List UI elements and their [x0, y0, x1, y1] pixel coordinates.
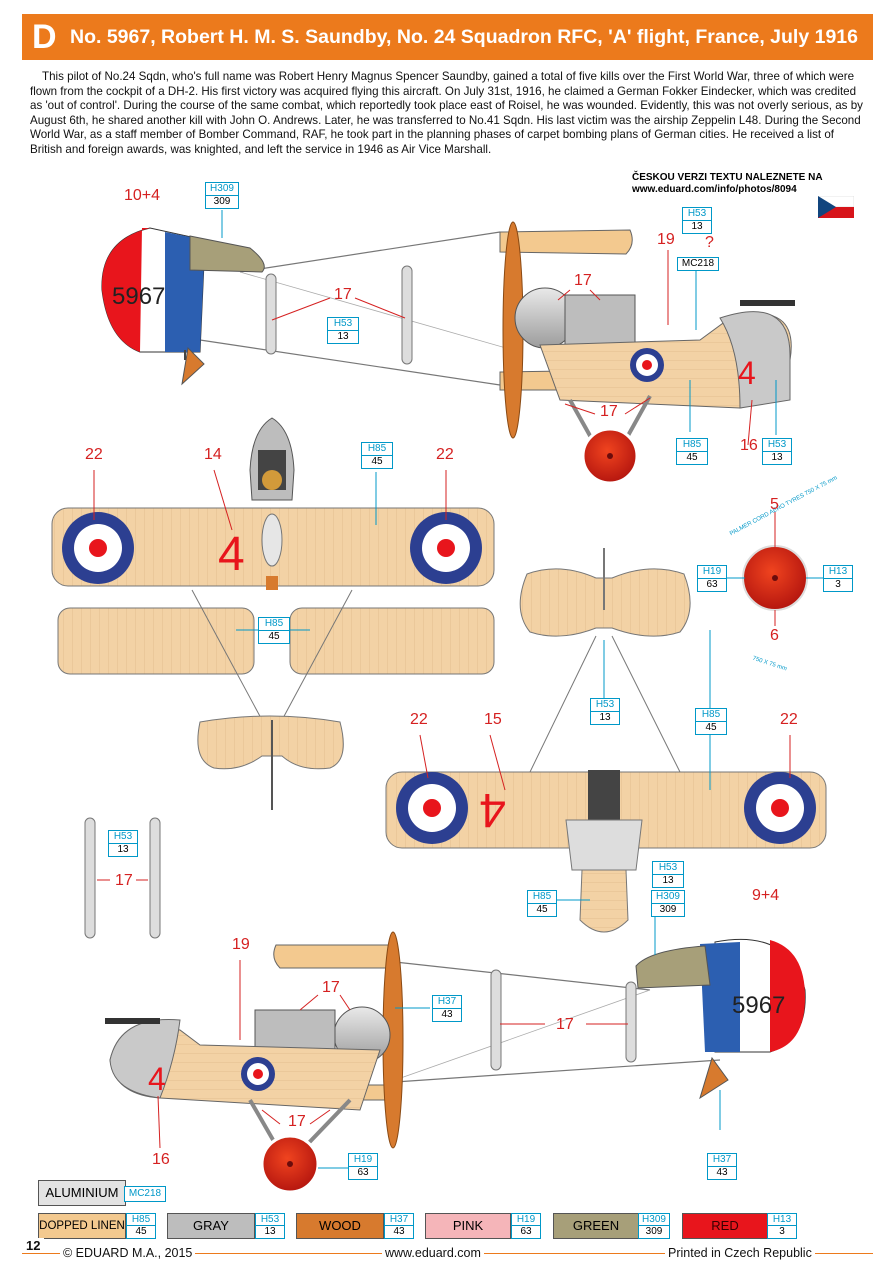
fuselage-number-upper: 4 — [738, 355, 756, 391]
callout-15: 15 — [484, 711, 502, 728]
top-wing-number: 4 — [218, 528, 245, 581]
legend-dopped-linen: DOPPED LINEN — [38, 1213, 126, 1239]
struts-detail — [84, 817, 161, 939]
czech-version-link[interactable]: ČESKOU VERZI TEXTU NALEZNETE NA www.edua… — [632, 172, 823, 196]
callout-22-bottom-left: 22 — [410, 711, 428, 728]
callout-22-bottom-right: 22 — [780, 711, 798, 728]
footer-website[interactable]: www.eduard.com — [382, 1246, 484, 1260]
callout-6: 6 — [770, 627, 779, 644]
code-aluminium: MC218 — [677, 257, 719, 271]
side-profile-lower: 5967 4 — [105, 910, 806, 1194]
callout-19-lower: 19 — [232, 936, 250, 953]
callout-22-top-right: 22 — [436, 446, 454, 463]
top-view: 4 — [51, 417, 495, 810]
legend-aluminium: ALUMINIUM — [38, 1180, 126, 1206]
description-text: This pilot of No.24 Sqdn, who's full nam… — [30, 70, 863, 156]
callout-22-top-left: 22 — [85, 446, 103, 463]
callout-question: ? — [705, 234, 714, 251]
callout-17-booms: 17 — [334, 286, 352, 303]
bottom-wing-number: 4 — [479, 783, 506, 836]
callout-10-4: 10+4 — [124, 187, 161, 204]
callout-16-upper: 16 — [740, 437, 758, 454]
page-number: 12 — [26, 1238, 45, 1253]
footer-copyright: © EDUARD M.A., 2015 — [60, 1246, 196, 1260]
callout-16-lower: 16 — [152, 1151, 170, 1168]
tyre-text-top: PALMER CORD AERO TYRES 750 X 75 mm — [729, 475, 839, 537]
fuselage-number-lower: 4 — [148, 1061, 166, 1097]
legend-gray: GRAY — [167, 1213, 255, 1239]
header-bar: D No. 5967, Robert H. M. S. Saundby, No.… — [22, 14, 873, 60]
legend-pink: PINK — [425, 1213, 511, 1239]
callout-9-4: 9+4 — [752, 887, 780, 904]
callout-17-booms-lower: 17 — [556, 1016, 574, 1033]
rudder-serial-lower: 5967 — [732, 992, 785, 1019]
callout-5: 5 — [770, 496, 779, 513]
profile-artwork: 5967 4 — [51, 210, 838, 1194]
legend-green: GREEN — [553, 1213, 639, 1239]
callout-17-wing-upper: 17 — [574, 272, 592, 289]
callout-17-struts: 17 — [115, 872, 133, 889]
callout-17-gear-lower: 17 — [288, 1113, 306, 1130]
callout-19-upper: 19 — [657, 231, 675, 248]
callout-17-gear-upper: 17 — [600, 403, 618, 420]
wheel-detail: PALMER CORD AERO TYRES 750 X 75 mm 750 X… — [727, 475, 838, 672]
profile-letter: D — [32, 18, 57, 56]
legend-wood: WOOD — [296, 1213, 384, 1239]
profile-title: No. 5967, Robert H. M. S. Saundby, No. 2… — [70, 26, 858, 48]
bottom-view: 4 — [385, 548, 827, 933]
footer-printed: Printed in Czech Republic — [665, 1246, 815, 1260]
czech-link-line1: ČESKOU VERZI TEXTU NALEZNETE NA — [632, 172, 823, 183]
callout-17-wing-lower: 17 — [322, 979, 340, 996]
legend-red: RED — [682, 1213, 768, 1239]
tyre-text-bottom: 750 X 75 mm — [752, 656, 788, 673]
rudder-serial: 5967 — [112, 283, 165, 310]
czech-link-url: www.eduard.com/info/photos/8094 — [632, 184, 797, 195]
czech-flag-icon — [818, 196, 854, 218]
callout-14: 14 — [204, 446, 222, 463]
side-profile-upper: 5967 4 — [101, 210, 795, 485]
legend-aluminium-code: MC218 — [124, 1186, 166, 1202]
